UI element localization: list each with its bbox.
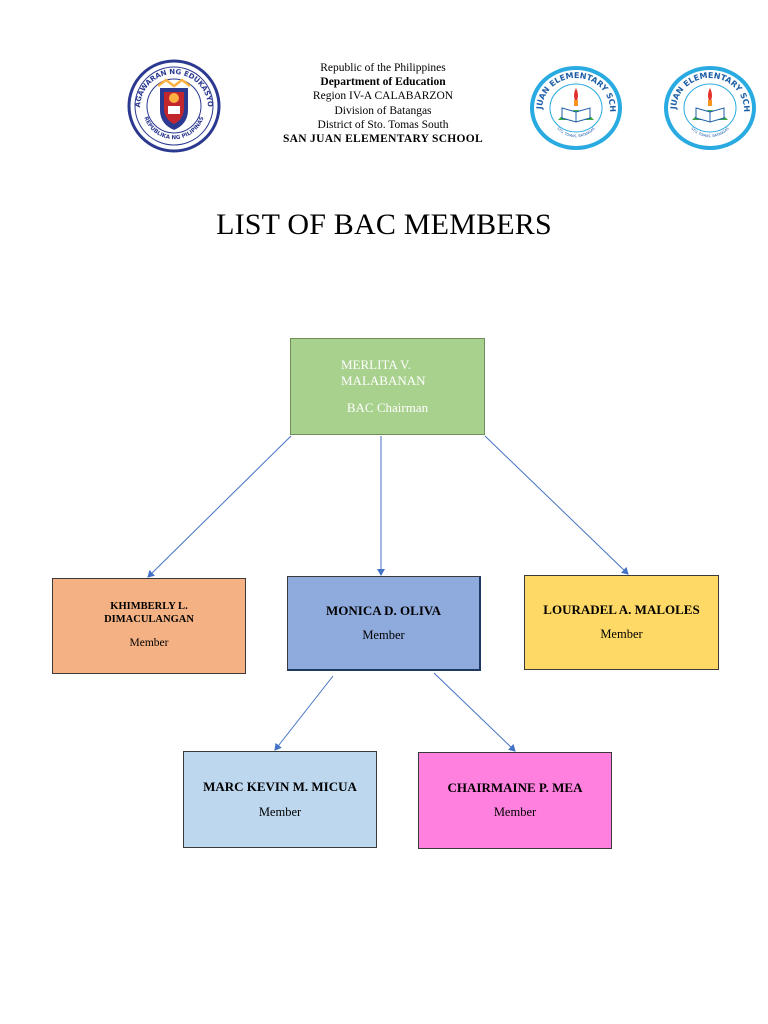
node-member-monica: MONICA D. OLIVA Member [287, 576, 481, 671]
school-seal-logo-2: SAN JUAN ELEMENTARY SCHOOL STO. TOMAS, B… [662, 64, 756, 150]
node-member-marc: MARC KEVIN M. MICUA Member [183, 751, 377, 848]
connector-chairman-to-khimberly [147, 435, 292, 578]
node-chairman-name-line1: MERLITA V. [341, 357, 411, 372]
node-khimberly-role: Member [129, 637, 169, 649]
node-chairman-name: MERLITA V. MALABANAN [291, 357, 484, 389]
connector-monica-to-marc [274, 675, 334, 751]
node-chairman-role: BAC Chairman [346, 400, 429, 415]
node-louradel-name: LOURADEL A. MALOLES [543, 602, 700, 617]
school-seal-logo: SAN JUAN ELEMENTARY SCHOOL STO. TOMAS, B… [528, 64, 622, 150]
node-chairmaine-role: Member [493, 805, 537, 819]
node-chairmaine-name: CHAIRMAINE P. MEA [447, 780, 583, 795]
letterhead-republic: Republic of the Philippines [320, 62, 446, 74]
letterhead-division: Division of Batangas [334, 104, 432, 117]
connector-monica-to-chairmaine [433, 672, 516, 752]
node-khimberly-name: KHIMBERLY L. DIMACULANGAN [53, 600, 245, 626]
node-member-khimberly: KHIMBERLY L. DIMACULANGAN Member [52, 578, 246, 674]
node-member-louradel: LOURADEL A. MALOLES Member [524, 575, 719, 670]
node-marc-role: Member [258, 805, 302, 819]
node-marc-name: MARC KEVIN M. MICUA [203, 779, 357, 794]
letterhead-department: Department of Education [320, 76, 446, 89]
node-louradel-role: Member [600, 627, 643, 641]
node-chairman-name-line2: MALABANAN [341, 373, 426, 388]
node-monica-name: MONICA D. OLIVA [326, 603, 441, 618]
document-title: LIST OF BAC MEMBERS [216, 208, 552, 241]
letterhead-district: District of Sto. Tomas South [317, 118, 449, 131]
node-khimberly-name-line1: KHIMBERLY L. [110, 601, 188, 612]
connector-chairman-to-louradel [484, 435, 629, 575]
letterhead-region: Region IV-A CALABARZON [312, 90, 454, 103]
letterhead-school: SAN JUAN ELEMENTARY SCHOOL [282, 133, 484, 146]
node-monica-role: Member [362, 628, 405, 642]
node-khimberly-name-line2: DIMACULANGAN [104, 614, 194, 625]
node-chairman: MERLITA V. MALABANAN BAC Chairman [290, 338, 485, 435]
letterhead: Republic of the Philippines Department o… [258, 61, 508, 146]
node-member-chairmaine: CHAIRMAINE P. MEA Member [418, 752, 612, 849]
deped-seal-logo: KAGAWARAN NG EDUKASYON REPUBLIKA NG PILI… [124, 58, 221, 153]
